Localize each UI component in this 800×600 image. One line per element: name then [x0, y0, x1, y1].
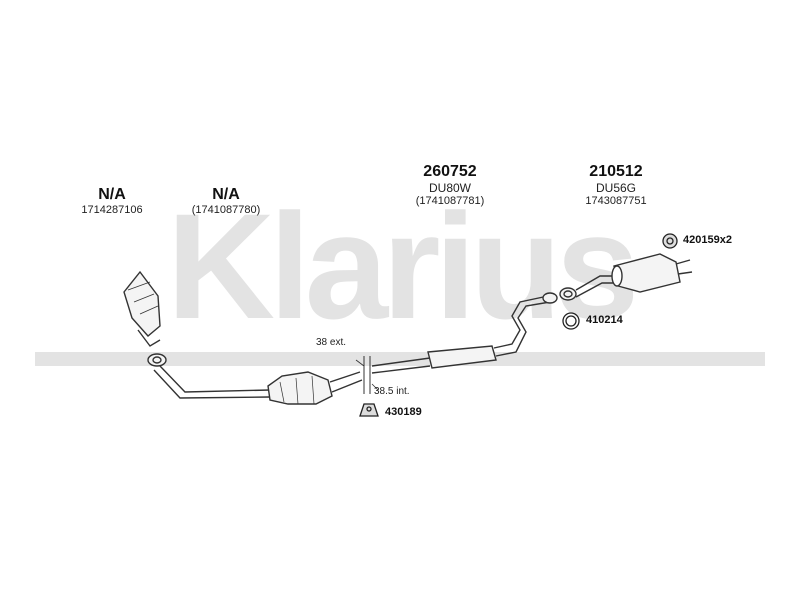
rear-flange	[542, 287, 577, 304]
part-label-3: 260752 DU80W (1741087781)	[400, 163, 500, 207]
part-ref: (1741087781)	[415, 195, 485, 207]
rear-silencer	[575, 253, 693, 298]
pipe-joint	[355, 356, 379, 394]
part-code: DU56G	[595, 181, 636, 195]
front-catalytic-converter	[123, 270, 161, 347]
part-label-2: N/A (1741087780)	[180, 186, 272, 216]
front-flange	[147, 353, 167, 367]
part-number: N/A	[212, 186, 240, 203]
part-ref: (1741087780)	[191, 204, 261, 216]
part-code: DU80W	[428, 181, 471, 195]
clamp-callout: 430189	[385, 406, 422, 418]
part-number: 260752	[423, 163, 477, 180]
svg-text:Klarius: Klarius	[167, 182, 634, 350]
part-number: 210512	[589, 163, 643, 180]
center-catalytic-converter	[267, 371, 363, 405]
part-label-1: N/A 1714287106	[72, 186, 152, 216]
hanger-icon	[662, 233, 678, 249]
part-number: N/A	[98, 186, 126, 203]
dimension-ext: 38 ext.	[316, 337, 347, 348]
gasket-icon	[562, 312, 580, 330]
part-label-4: 210512 DU56G 1743087751	[566, 163, 666, 207]
part-ref: 1743087751	[585, 195, 647, 207]
dimension-int: 38.5 int.	[374, 386, 410, 397]
middle-pipe-silencer	[371, 295, 551, 374]
gasket-callout: 410214	[586, 314, 623, 326]
part-ref: 1714287106	[81, 204, 143, 216]
clamp-icon	[359, 403, 379, 417]
hanger-callout: 420159x2	[683, 234, 732, 246]
front-pipe	[153, 365, 271, 399]
